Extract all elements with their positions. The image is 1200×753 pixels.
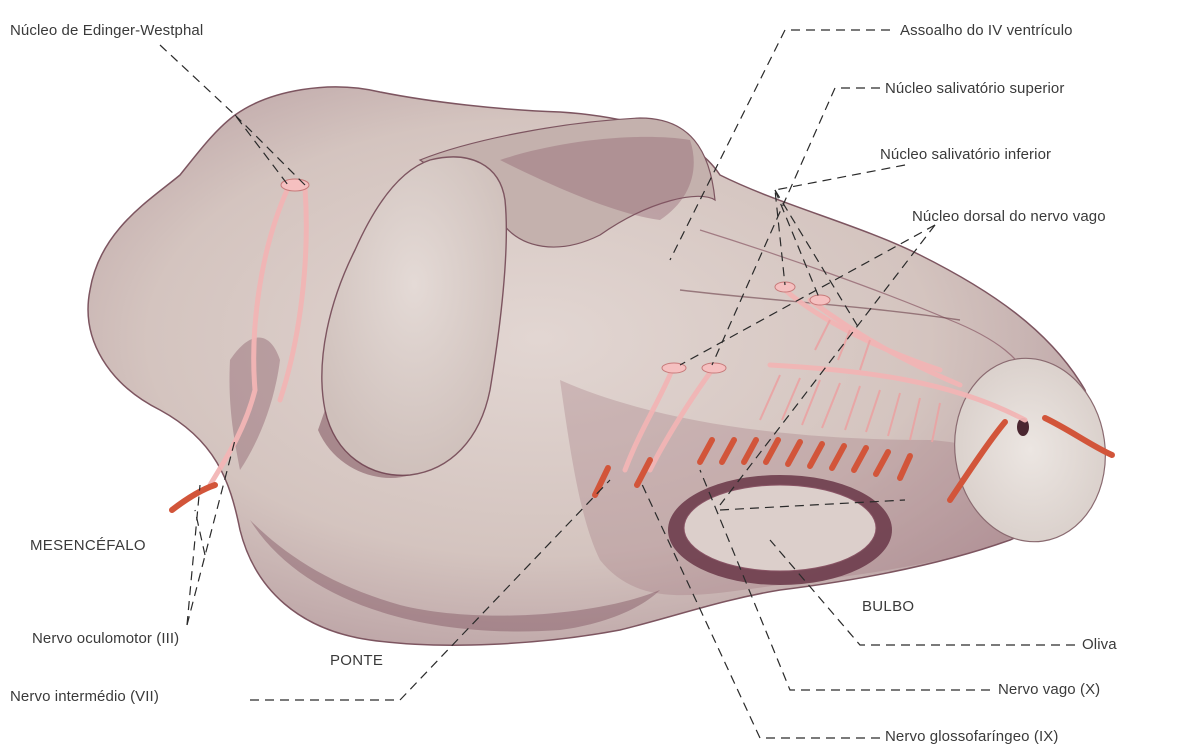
label-assoalho-iv-ventriculo: Assoalho do IV ventrículo [900,22,1073,40]
label-ponte: PONTE [330,652,383,670]
label-nervo-intermedio: Nervo intermédio (VII) [10,688,159,706]
label-nucleo-dorsal-vago: Núcleo dorsal do nervo vago [912,208,1106,226]
label-nervo-vago: Nervo vago (X) [998,681,1100,699]
label-edinger-westphal: Núcleo de Edinger-Westphal [10,22,203,40]
label-oliva: Oliva [1082,636,1117,654]
label-nervo-oculomotor: Nervo oculomotor (III) [32,630,179,648]
label-nervo-glossofaringeo: Nervo glossofaríngeo (IX) [885,728,1058,746]
label-bulbo: BULBO [862,598,914,616]
label-mesencefalo: MESENCÉFALO [30,537,146,555]
label-nucleo-salivatorio-inferior: Núcleo salivatório inferior [880,146,1051,164]
label-nucleo-salivatorio-superior: Núcleo salivatório superior [885,80,1064,98]
